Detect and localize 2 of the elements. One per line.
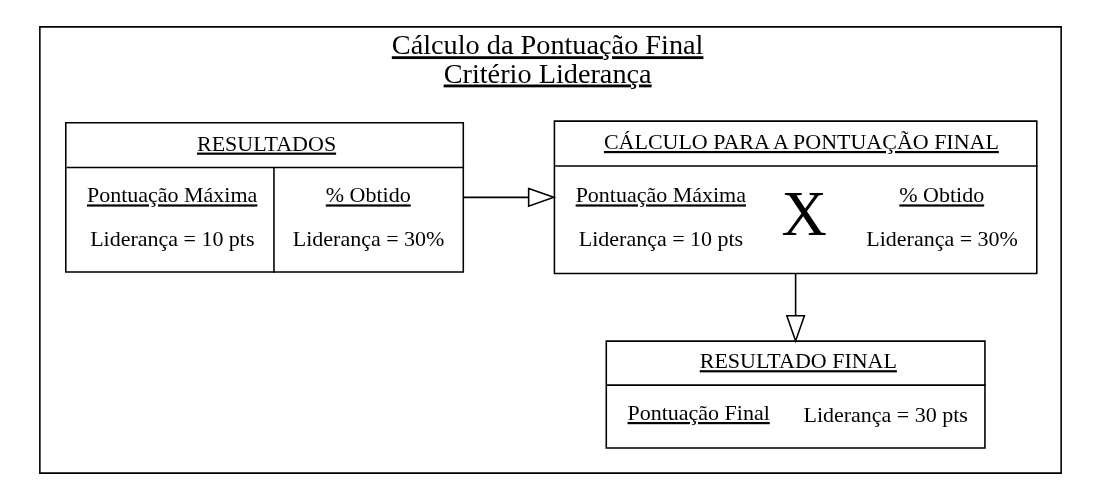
arrow [462,187,557,208]
arrow [785,273,806,344]
